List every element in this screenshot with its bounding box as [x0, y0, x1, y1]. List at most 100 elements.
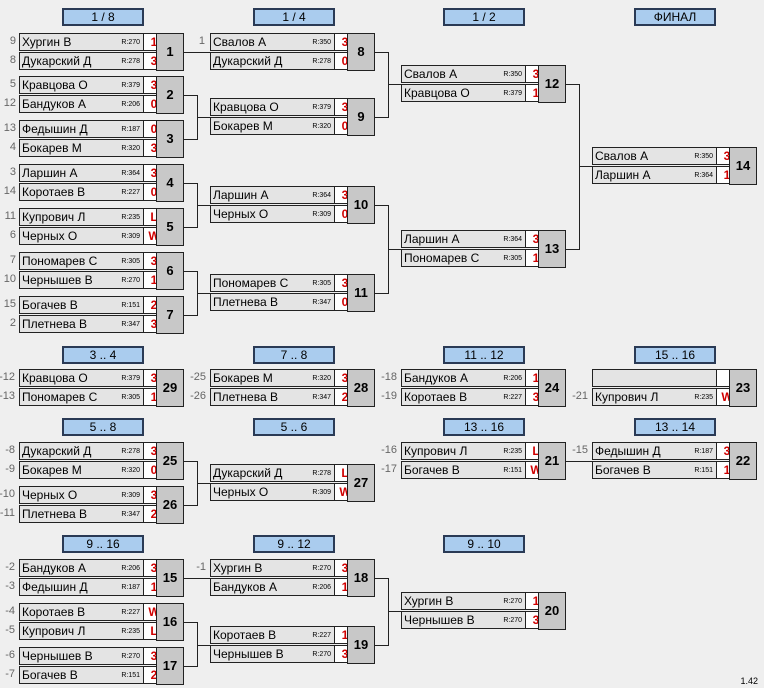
player-rating: R:278 — [121, 58, 140, 65]
match-number: 26 — [156, 486, 184, 524]
seed-label: 4 — [9, 141, 16, 153]
player-name: Дукарский Д — [22, 444, 92, 458]
player-name: Бандуков А — [213, 580, 277, 594]
player-name: Хургин В — [404, 594, 454, 608]
seed-label: 8 — [9, 54, 16, 66]
player-rating: R:235 — [694, 394, 713, 401]
connector-line — [184, 505, 197, 506]
player-name: Дукарский Д — [22, 54, 92, 68]
player-name: Ларшин А — [595, 168, 651, 182]
player-rating: R:309 — [312, 211, 331, 218]
seed-label: -26 — [190, 390, 206, 402]
player-name: Чернышев В — [213, 647, 284, 661]
player-rating: R:206 — [121, 101, 140, 108]
player-rating: R:270 — [121, 653, 140, 660]
match-number: 28 — [347, 369, 375, 407]
connector-line — [388, 578, 389, 646]
player-rating: R:347 — [121, 511, 140, 518]
connector-line — [197, 622, 198, 667]
player-name: Коротаев В — [213, 628, 277, 642]
player-rating: R:305 — [121, 258, 140, 265]
match-number: 16 — [156, 603, 184, 641]
player-rating: R:320 — [121, 467, 140, 474]
connector-line — [184, 227, 197, 228]
connector-line — [197, 205, 210, 206]
connector-line — [197, 483, 210, 484]
player-name: Свалов А — [213, 35, 267, 49]
player-rating: R:270 — [503, 617, 522, 624]
player-name: Бандуков А — [22, 561, 86, 575]
connector-line — [184, 183, 197, 184]
seed-label: -2 — [5, 561, 15, 573]
player-rating: R:305 — [503, 255, 522, 262]
connector-line — [197, 645, 210, 646]
match-number: 20 — [538, 592, 566, 630]
connector-line — [184, 666, 197, 667]
seed-label: -5 — [5, 624, 15, 636]
match-number: 18 — [347, 559, 375, 597]
player-name: Ларшин А — [404, 232, 460, 246]
player-name: Свалов А — [595, 149, 649, 163]
connector-line — [579, 166, 592, 167]
player-name: Богачев В — [22, 668, 78, 682]
connector-line — [579, 84, 580, 250]
round-header-7-8: 7 .. 8 — [253, 346, 335, 364]
player-rating: R:320 — [312, 123, 331, 130]
player-rating: R:187 — [694, 448, 713, 455]
player-rating: R:350 — [503, 71, 522, 78]
seed-label: -25 — [190, 371, 206, 383]
match-number: 22 — [729, 442, 757, 480]
player-rating: R:235 — [121, 214, 140, 221]
round-header-9-16: 9 .. 16 — [62, 535, 144, 553]
round-header-final: ФИНАЛ — [634, 8, 716, 26]
connector-line — [375, 117, 388, 118]
round-header-9-10: 9 .. 10 — [443, 535, 525, 553]
player-name: Коротаев В — [22, 185, 86, 199]
round-header-1-4: 1 / 4 — [253, 8, 335, 26]
player-name: Кравцова О — [22, 78, 88, 92]
seed-label: -9 — [5, 463, 15, 475]
round-header-3-4: 3 .. 4 — [62, 346, 144, 364]
player-rating: R:379 — [121, 82, 140, 89]
connector-line — [184, 578, 210, 579]
player-rating: R:227 — [121, 189, 140, 196]
player-rating: R:151 — [121, 302, 140, 309]
player-name: Коротаев В — [22, 605, 86, 619]
player-name: Федышин Д — [595, 444, 661, 458]
match-number: 29 — [156, 369, 184, 407]
player-rating: R:235 — [121, 628, 140, 635]
player-name: Бокарев М — [213, 119, 273, 133]
match-number: 17 — [156, 647, 184, 685]
match-number: 27 — [347, 464, 375, 502]
seed-label: -15 — [572, 444, 588, 456]
match-number: 14 — [729, 147, 757, 185]
player-name: Хургин В — [22, 35, 72, 49]
match-number: 13 — [538, 230, 566, 268]
player-name: Чернышев В — [22, 273, 93, 287]
seed-label: -17 — [381, 463, 397, 475]
version-label: 1.42 — [740, 676, 758, 686]
match-number: 19 — [347, 626, 375, 664]
player-rating: R:235 — [503, 448, 522, 455]
player-name: Бокарев М — [22, 141, 82, 155]
connector-line — [566, 249, 579, 250]
seed-label: 15 — [3, 298, 16, 310]
